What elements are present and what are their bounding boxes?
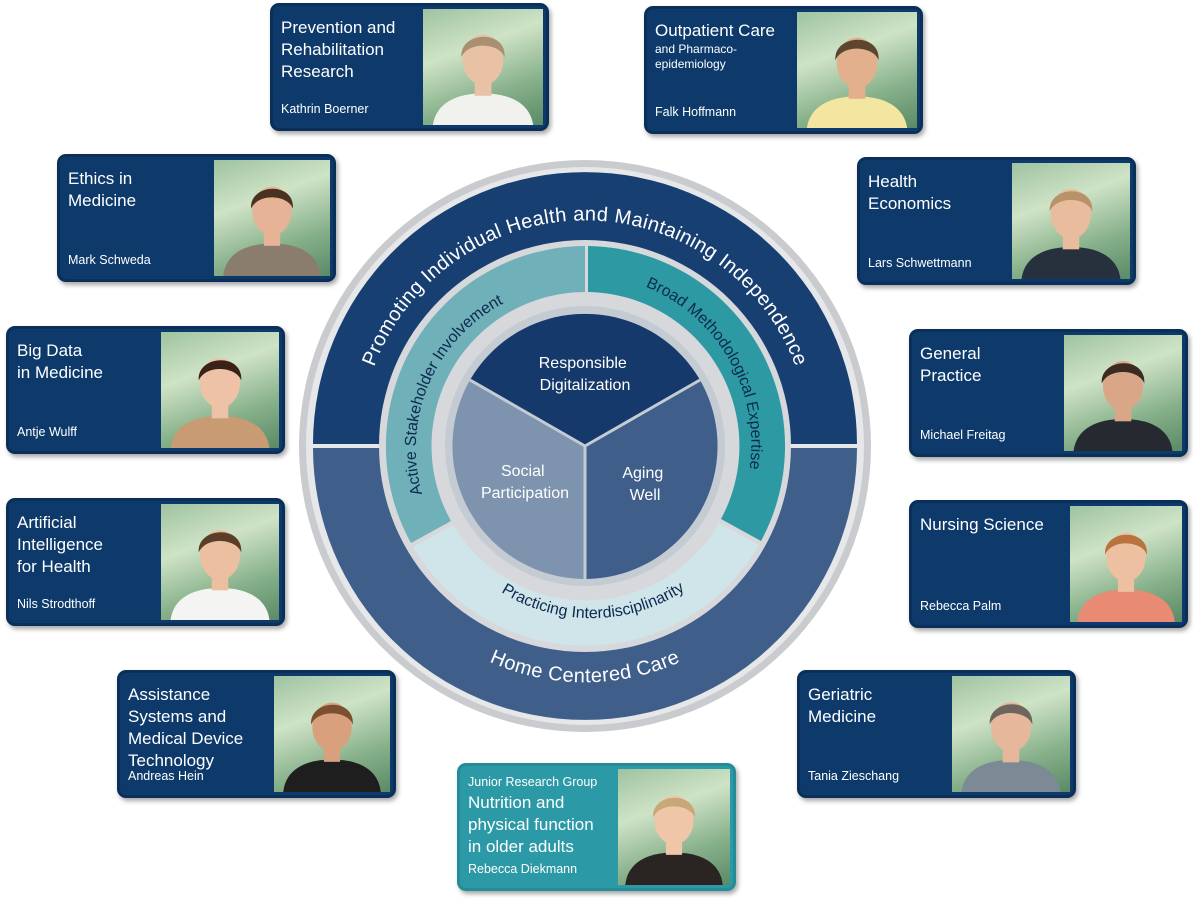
- person-silhouette-icon: [223, 186, 321, 276]
- person-silhouette-icon: [961, 702, 1061, 792]
- card-pretitle: Junior Research Group: [468, 775, 598, 789]
- inner-top-label-line2: Digitalization: [540, 377, 631, 394]
- inner-sector-right: [585, 380, 718, 579]
- inner-right-label-line1: Aging: [622, 465, 663, 482]
- card-title: Health Economics: [868, 172, 952, 213]
- portrait-photo: [1070, 506, 1182, 622]
- card-person-name: Nils Strodthoff: [17, 597, 96, 611]
- card-ethics-in-medicine: Ethics in Medicine Mark Schweda: [57, 154, 336, 282]
- portrait-photo: [423, 9, 543, 125]
- portrait-photo: [952, 676, 1070, 792]
- card-person-name: Antje Wulff: [17, 425, 77, 439]
- middle-ring-left: [385, 246, 585, 543]
- card-person-name: Rebecca Diekmann: [468, 862, 578, 876]
- card-subtitle: and Pharmaco- epidemiology: [655, 42, 738, 71]
- portrait-photo: [618, 769, 730, 885]
- person-silhouette-icon: [1073, 361, 1173, 451]
- person-silhouette-icon: [170, 358, 270, 448]
- person-silhouette-icon: [1021, 189, 1121, 279]
- card-person-name: Falk Hoffmann: [655, 105, 737, 119]
- card-person-name: Kathrin Boerner: [281, 102, 369, 116]
- card-title: Nutrition and physical function in older…: [468, 793, 594, 856]
- middle-ring-bottom: [413, 523, 759, 646]
- card-title: Geriatric Medicine: [808, 685, 877, 726]
- inner-top-label-line1: Responsible: [539, 355, 627, 372]
- card-title: Assistance Systems and Medical Device Te…: [128, 685, 244, 770]
- person-silhouette-icon: [432, 34, 534, 125]
- portrait-photo: [161, 504, 279, 620]
- card-nursing-science: Nursing Science Rebecca Palm: [909, 500, 1188, 628]
- portrait-photo: [797, 12, 917, 128]
- svg-text:Aging Well: Aging Well: [622, 465, 667, 504]
- person-silhouette-icon: [1077, 532, 1175, 622]
- person-silhouette-icon: [806, 37, 908, 128]
- portrait-photo: [1012, 163, 1130, 279]
- inner-right-label-line2: Well: [630, 487, 661, 504]
- person-silhouette-icon: [283, 702, 381, 792]
- card-big-data-in-medicine: Big Data in Medicine Antje Wulff: [6, 326, 285, 454]
- inner-left-label-line2: Participation: [481, 485, 569, 502]
- portrait-photo: [274, 676, 390, 792]
- person-silhouette-icon: [170, 530, 270, 620]
- card-person-name: Andreas Hein: [128, 769, 204, 783]
- card-title: Nursing Science: [920, 515, 1044, 534]
- card-title: Ethics in Medicine: [68, 169, 137, 210]
- card-title: Big Data in Medicine: [17, 341, 103, 382]
- card-artificial-intelligence: Artificial Intelligence for Health Nils …: [6, 498, 285, 626]
- card-prevention-rehabilitation: Prevention and Rehabilitation Research K…: [270, 3, 549, 131]
- inner-sector-left: [452, 380, 585, 579]
- card-title: Outpatient Care: [655, 21, 776, 40]
- card-assistance-systems: Assistance Systems and Medical Device Te…: [117, 670, 396, 798]
- card-health-economics: Health Economics Lars Schwettmann: [857, 157, 1136, 285]
- card-junior-research-group: Junior Research Group Nutrition and phys…: [457, 763, 736, 891]
- person-silhouette-icon: [625, 795, 723, 885]
- portrait-photo: [161, 332, 279, 448]
- card-title: Artificial Intelligence for Health: [17, 513, 104, 576]
- card-person-name: Michael Freitag: [920, 428, 1006, 442]
- card-person-name: Lars Schwettmann: [868, 256, 972, 270]
- svg-text:Responsible Digitalization: Responsible Digitalization: [539, 355, 632, 394]
- middle-ring-right: [588, 246, 786, 541]
- card-person-name: Tania Zieschang: [808, 769, 900, 783]
- card-general-practice: General Practice Michael Freitag: [909, 329, 1188, 457]
- central-wheel-diagram: Promoting Individual Health and Maintain…: [299, 160, 871, 732]
- card-outpatient-care: Outpatient Care and Pharmaco- epidemiolo…: [644, 6, 923, 134]
- portrait-photo: [1064, 335, 1182, 451]
- card-person-name: Rebecca Palm: [920, 599, 1002, 613]
- card-person-name: Mark Schweda: [68, 253, 151, 267]
- svg-text:Social Participation: Social Participation: [481, 463, 569, 502]
- card-title: Prevention and Rehabilitation Research: [281, 18, 396, 81]
- portrait-photo: [214, 160, 330, 276]
- card-geriatric-medicine: Geriatric Medicine Tania Zieschang: [797, 670, 1076, 798]
- card-title: General Practice: [920, 344, 982, 385]
- inner-left-label-line1: Social: [501, 463, 545, 480]
